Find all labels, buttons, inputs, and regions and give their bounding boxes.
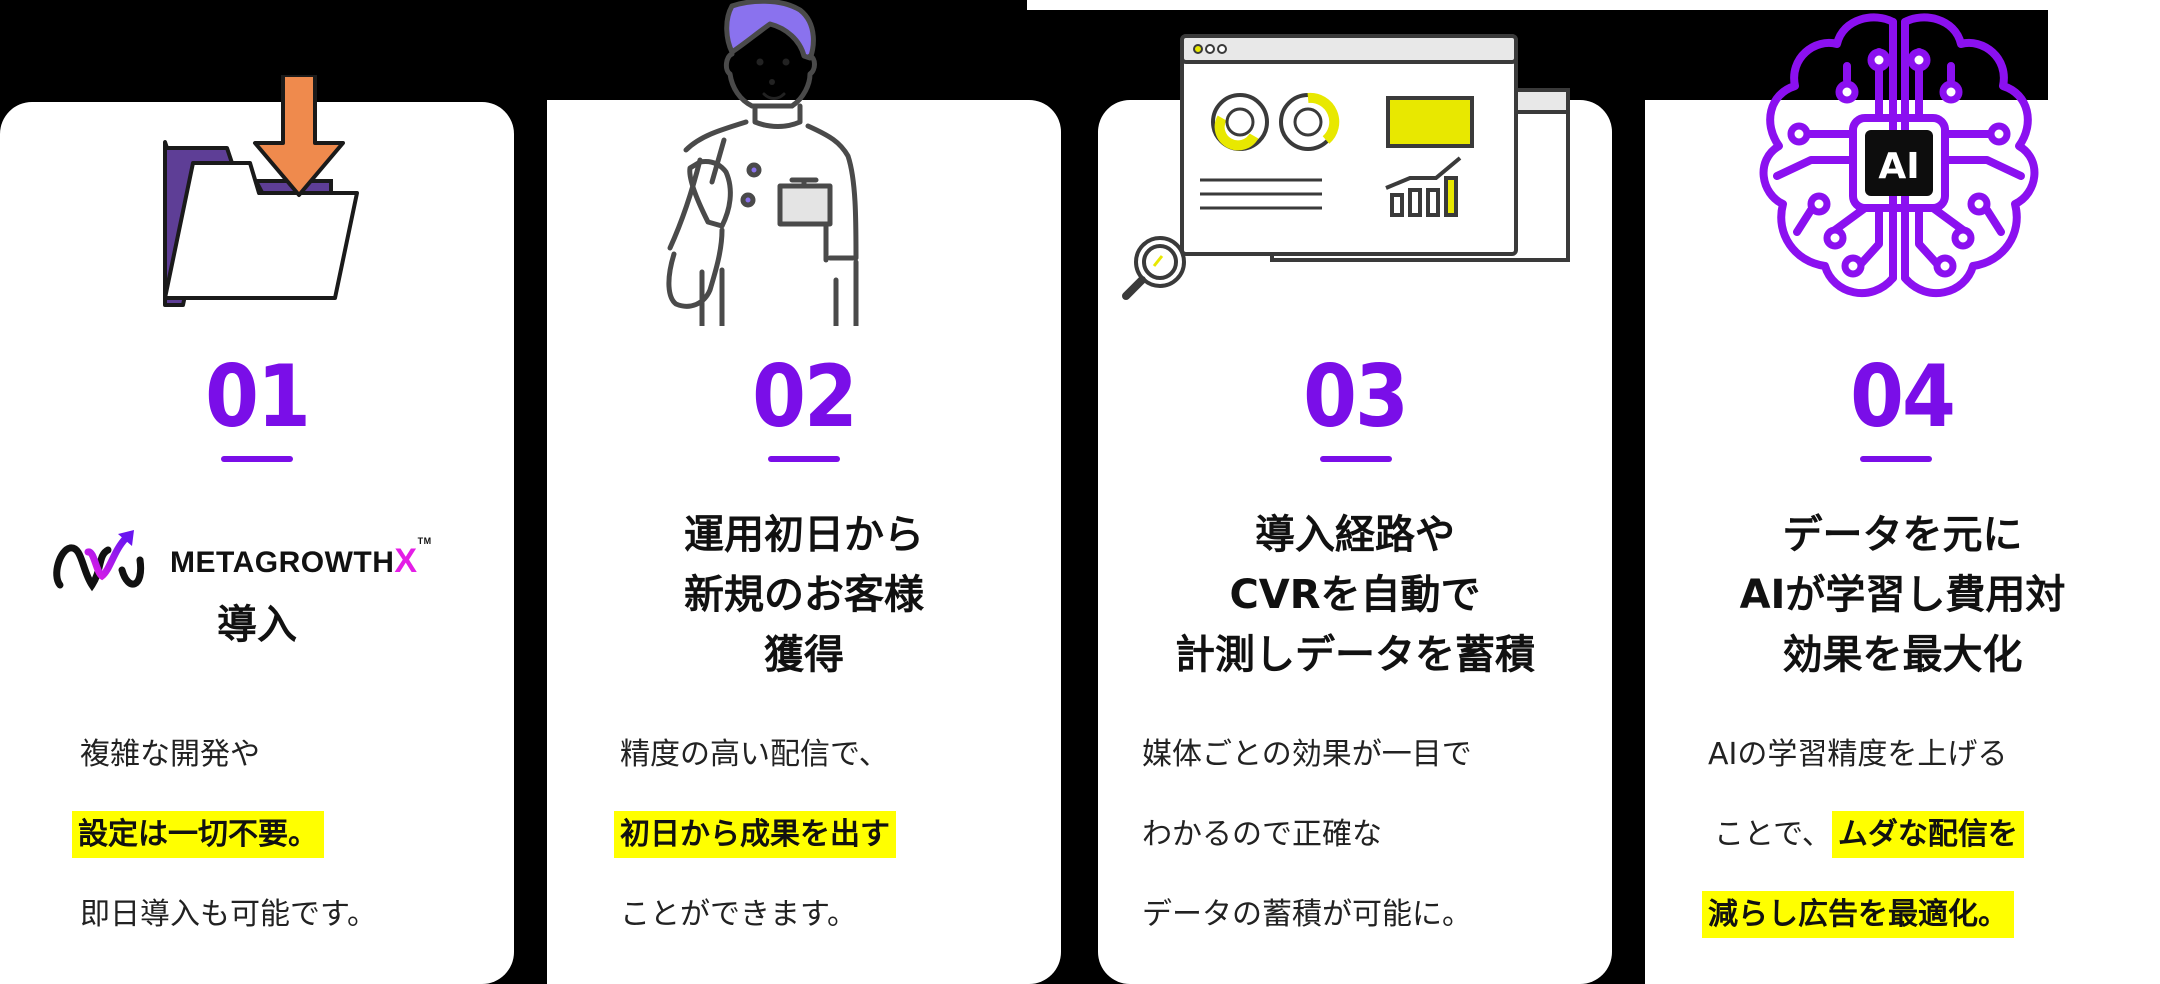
card-description: 精度の高い配信で、 初日から成果を出す ことができます。 (614, 715, 896, 955)
card-title-line: 導入経路や (1255, 512, 1455, 558)
description-line: 媒体ごとの効果が一目で (1142, 715, 1472, 795)
description-line: 複雑な開発や (80, 715, 377, 795)
description-line: ことができます。 (620, 875, 896, 955)
card-title-line: 導入 (217, 602, 297, 648)
description-line: 精度の高い配信で、 (620, 715, 896, 795)
highlighted-text: ムダな配信を (1831, 811, 2024, 858)
card-title-line: 計測しデータを蓄積 (1175, 632, 1535, 678)
description-line: 設定は一切不要。 (72, 795, 377, 875)
description-line: ことで、ムダな配信を (1714, 795, 2024, 875)
top-white-strip (1027, 0, 2160, 10)
description-line: 初日から成果を出す (614, 795, 896, 875)
logo-wordmark-x: X (394, 541, 418, 580)
card-title-line: CVRを自動で (1229, 572, 1481, 618)
metagrowthx-logo: METAGROWTHXTM (52, 530, 432, 592)
description-text: AIの学習精度を上げる (1708, 737, 2008, 772)
description-text: 即日導入も可能です。 (80, 897, 377, 932)
highlighted-text: 初日から成果を出す (614, 811, 896, 858)
logo-trademark: TM (417, 535, 432, 546)
description-text: 媒体ごとの効果が一目で (1142, 737, 1472, 772)
description-line: 即日導入も可能です。 (80, 875, 377, 955)
logo-wordmark: METAGROWTHXTM (170, 536, 432, 581)
logo-wordmark-main: METAGROWTH (170, 545, 395, 579)
analytics-dashboard-icon (1122, 34, 1570, 300)
card-title: 導入 (0, 595, 514, 655)
card-title: 運用初日から 新規のお客様 獲得 (547, 505, 1061, 685)
description-line: わかるので正確な (1142, 795, 1472, 875)
description-line: 減らし広告を最適化。 (1702, 875, 2024, 955)
card-title: データを元に AIが学習し費用対 効果を最大化 (1645, 505, 2160, 685)
description-text: わかるので正確な (1142, 817, 1382, 852)
ai-chip-label: AI (1878, 146, 1919, 187)
step-number: 02 (752, 347, 858, 447)
card-title: 導入経路や CVRを自動で 計測しデータを蓄積 (1098, 505, 1612, 685)
number-underline (1860, 456, 1932, 462)
card-description: 複雑な開発や 設定は一切不要。 即日導入も可能です。 (72, 715, 377, 955)
card-title-line: 効果を最大化 (1782, 632, 2023, 678)
step-number: 04 (1850, 347, 1956, 447)
card-title-line: AIが学習し費用対 (1739, 572, 2066, 618)
step-number: 01 (205, 347, 311, 447)
description-line: AIの学習精度を上げる (1708, 715, 2024, 795)
card-title-line: 新規のお客様 (684, 572, 924, 618)
card-title-line: 運用初日から (684, 512, 924, 558)
highlighted-text: 設定は一切不要。 (72, 811, 324, 858)
description-line: データの蓄積が可能に。 (1142, 875, 1472, 955)
number-underline (1320, 456, 1392, 462)
card-title-line: データを元に (1782, 512, 2023, 558)
description-text: ことで、 (1714, 817, 1832, 852)
description-text: 精度の高い配信で、 (620, 737, 889, 772)
folder-download-icon (163, 75, 359, 307)
description-text: ことができます。 (620, 897, 857, 932)
highlighted-text: 減らし広告を最適化。 (1702, 891, 2014, 938)
ai-brain-icon: AI (1759, 13, 2039, 297)
card-description: AIの学習精度を上げる ことで、ムダな配信を 減らし広告を最適化。 (1702, 715, 2024, 955)
number-underline (221, 456, 293, 462)
step-number: 03 (1303, 347, 1409, 447)
description-text: データの蓄積が可能に。 (1142, 897, 1472, 932)
metagrowthx-logo-mark-icon (53, 530, 145, 592)
staff-person-illustration (666, 0, 859, 326)
number-underline (768, 456, 840, 462)
description-text: 複雑な開発や (80, 737, 260, 772)
card-description: 媒体ごとの効果が一目で わかるので正確な データの蓄積が可能に。 (1142, 715, 1472, 955)
card-title-line: 獲得 (764, 632, 844, 678)
